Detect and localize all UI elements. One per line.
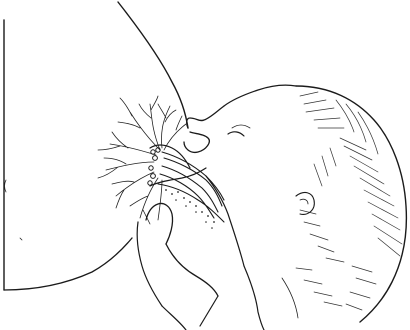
infant-face (184, 85, 296, 152)
margin-marks (5, 180, 23, 240)
infant-head (206, 86, 406, 322)
infant-body (162, 266, 298, 330)
mammary-ducts (98, 96, 186, 224)
hair-hatching (296, 92, 402, 310)
breast-outline (4, 2, 188, 290)
